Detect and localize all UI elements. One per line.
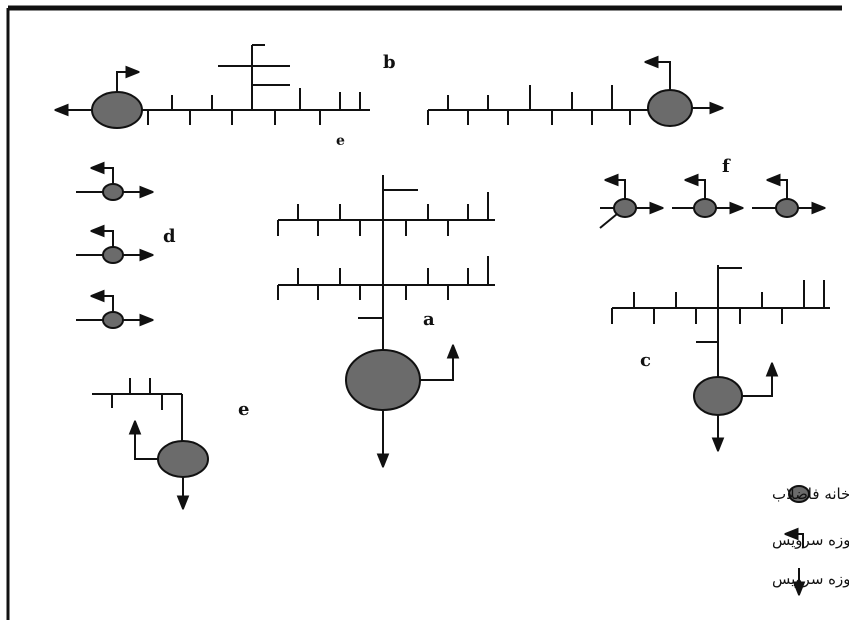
treatment-plant-icon	[91, 91, 143, 129]
legend-plant-icon	[788, 485, 810, 503]
scheme-f	[599, 180, 824, 229]
legend-plant-text: تصفیه خانه فاضلاب	[772, 485, 849, 503]
scheme-d	[76, 168, 152, 329]
label-f: f	[722, 156, 731, 177]
legend-discharge-text: انتقال فاضلاب به تخلیه گاه یا محل مصرف خ…	[772, 570, 849, 589]
treatment-plant-icon	[693, 376, 743, 416]
scheme-e	[92, 378, 209, 508]
treatment-plant-icon	[647, 89, 693, 127]
label-c: c	[640, 350, 651, 371]
label-e-top: e	[336, 133, 345, 149]
scheme-b-left	[56, 44, 370, 129]
legend-reuse-arrow-icon	[786, 534, 804, 548]
scheme-a	[277, 175, 495, 466]
legend: تصفیه خانه فاضلاب انتقال فاضلاب برای مصر…	[772, 485, 849, 594]
label-a: a	[423, 309, 435, 330]
scheme-b-right	[427, 62, 722, 127]
treatment-plant-icon	[345, 349, 421, 411]
scheme-c	[611, 265, 830, 450]
label-e: e	[238, 399, 249, 420]
legend-reuse-text: انتقال فاضلاب برای مصرف مجدد در داخل حوز…	[772, 531, 849, 549]
label-d: d	[163, 226, 176, 247]
label-b: b	[383, 52, 396, 73]
treatment-plant-icon	[157, 440, 209, 478]
